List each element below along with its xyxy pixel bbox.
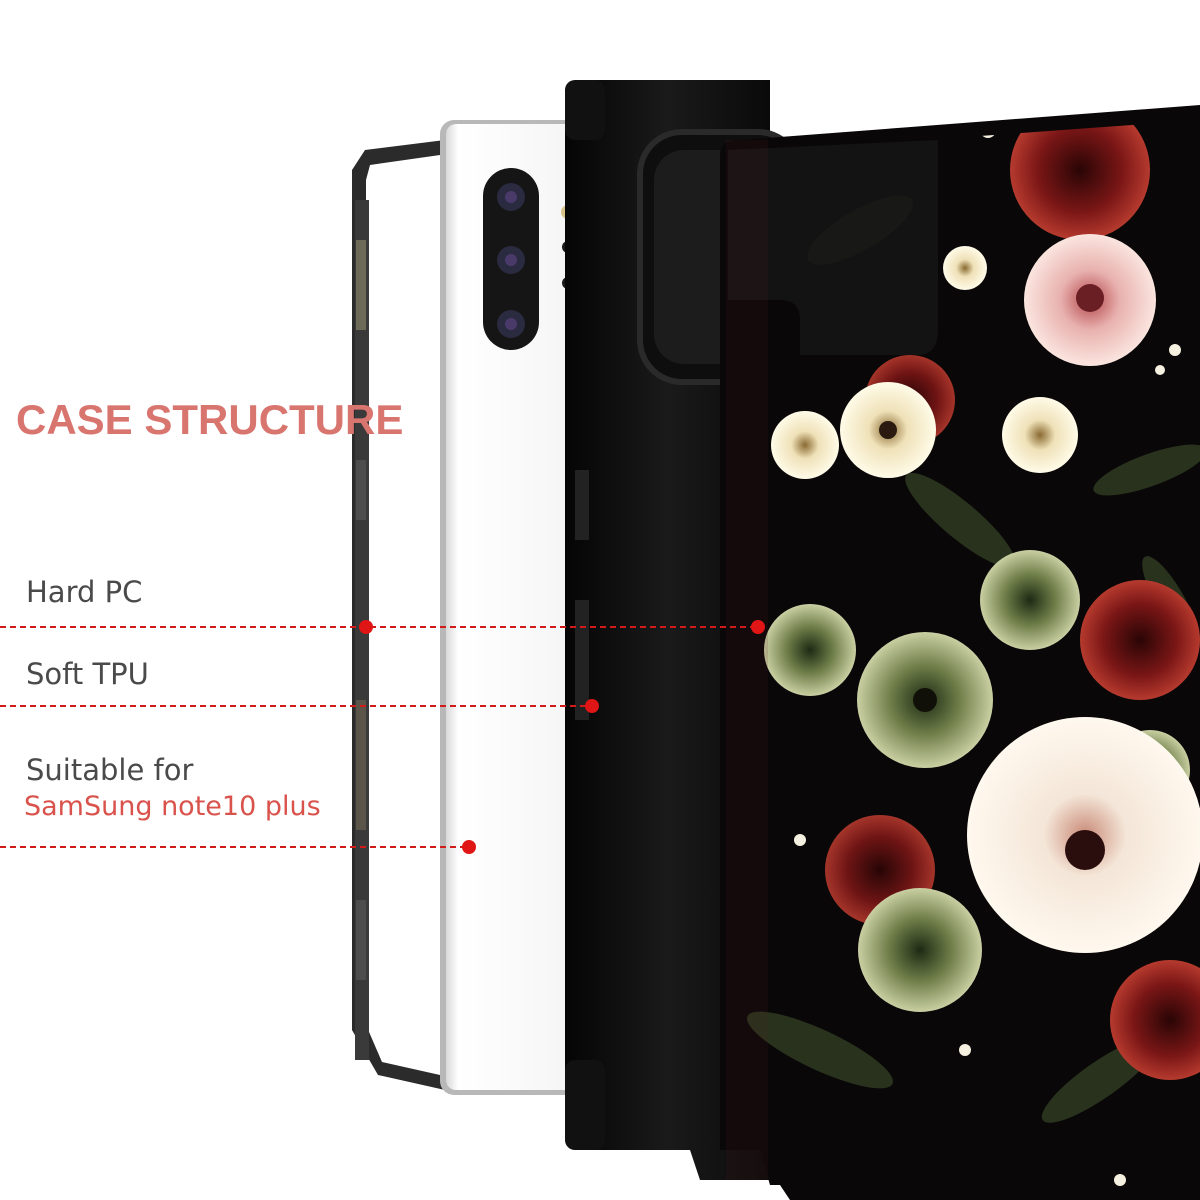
soft-tpu-dot [585, 699, 599, 713]
hard-pc-frame [352, 140, 445, 1090]
hard-pc-back-dot [751, 620, 765, 634]
guide-lines [0, 626, 758, 848]
phone-dot [462, 840, 476, 854]
hard-pc-frame-dot [359, 620, 373, 634]
guide-dots [359, 620, 765, 854]
soft-tpu-label: Soft TPU [26, 657, 149, 691]
suitable-for-label: Suitable for [26, 753, 194, 787]
case-structure-heading: CASE STRUCTURE [16, 396, 404, 443]
hard-pc-label: Hard PC [26, 575, 143, 609]
hard-pc-floral-back [720, 105, 1200, 1200]
phone-model-label: SamSung note10 plus [24, 791, 321, 822]
